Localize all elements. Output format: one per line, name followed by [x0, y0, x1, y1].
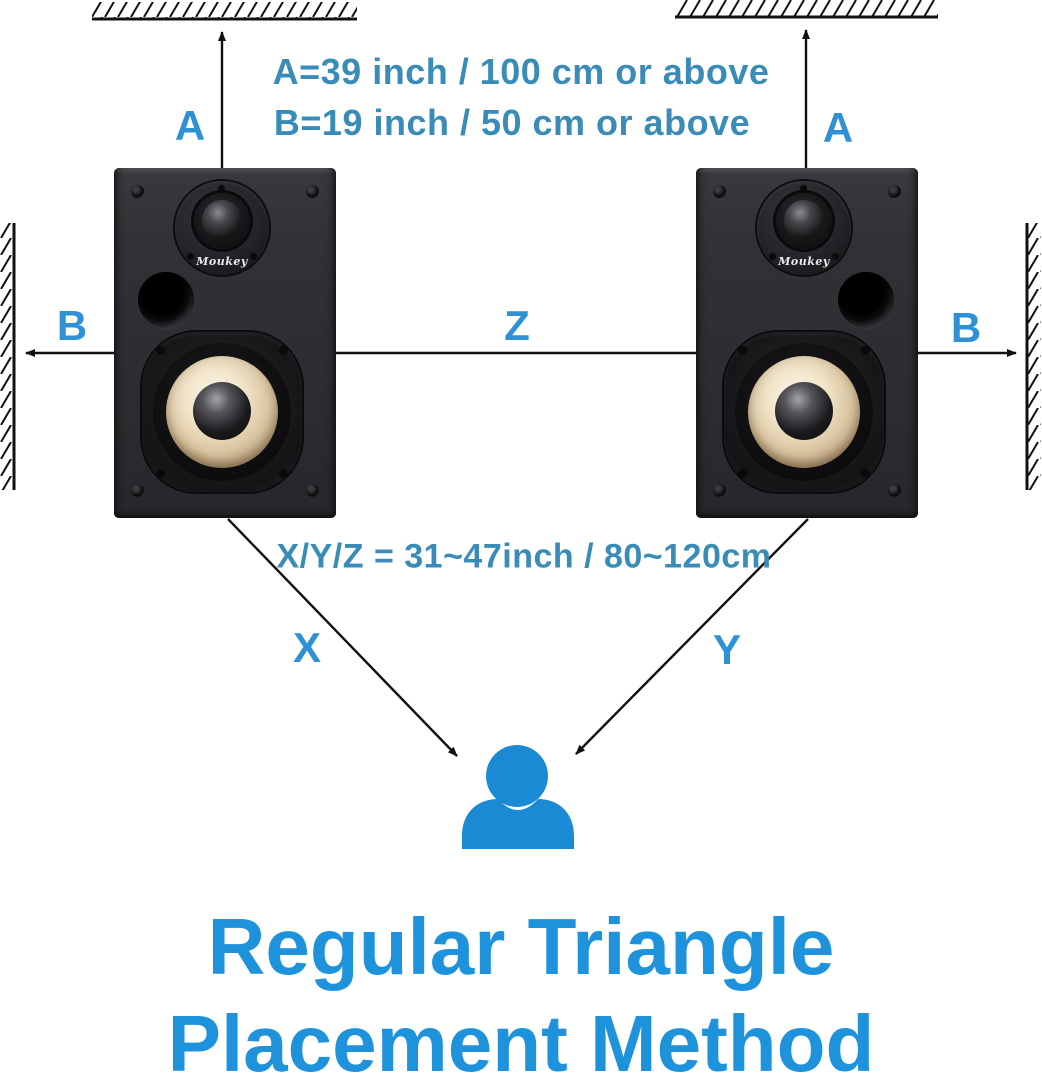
screw-icon — [888, 185, 901, 198]
screw-icon — [861, 469, 870, 478]
label-b-left: B — [56, 302, 88, 349]
info-line-b: B=19 inch / 50 cm or above — [273, 102, 751, 143]
left-speaker-cabinet: Moukey — [114, 168, 336, 518]
right-speaker: Moukey — [696, 168, 918, 518]
left-speaker: Moukey — [114, 168, 336, 518]
screw-icon — [279, 469, 288, 478]
screw-icon — [131, 484, 144, 497]
screw-icon — [156, 346, 165, 355]
wall-right — [1025, 223, 1041, 490]
screw-icon — [738, 469, 747, 478]
wall-top-left — [92, 2, 357, 21]
screw-icon — [306, 185, 319, 198]
label-z: Z — [504, 302, 530, 349]
screw-icon — [156, 469, 165, 478]
screw-icon — [218, 185, 225, 192]
woofer-surround — [735, 343, 873, 481]
title-line-2: Placement Method — [167, 999, 875, 1080]
tweeter-ring — [194, 193, 250, 249]
screw-icon — [131, 185, 144, 198]
tweeter-dome — [784, 200, 824, 240]
screw-icon — [306, 484, 319, 497]
label-a-left: A — [174, 102, 206, 149]
tweeter: Moukey — [175, 181, 269, 275]
woofer — [142, 332, 302, 492]
right-speaker-cabinet: Moukey — [696, 168, 918, 518]
arrow-x — [227, 518, 458, 757]
tweeter: Moukey — [757, 181, 851, 275]
screw-icon — [861, 346, 870, 355]
woofer-dustcap — [775, 382, 833, 440]
screw-icon — [832, 253, 839, 260]
brand-logo: Moukey — [196, 255, 248, 268]
woofer — [724, 332, 884, 492]
woofer-cone — [166, 356, 278, 468]
label-y: Y — [712, 626, 742, 673]
screw-icon — [713, 185, 726, 198]
bass-port — [138, 272, 194, 328]
brand-logo: Moukey — [778, 255, 830, 268]
woofer-dustcap — [193, 382, 251, 440]
page-title: Regular Triangle Placement Method — [0, 898, 1042, 1080]
info-line-a: A=39 inch / 100 cm or above — [272, 51, 770, 92]
wall-left — [0, 223, 16, 490]
woofer-cone — [748, 356, 860, 468]
screw-icon — [769, 253, 776, 260]
bass-port — [838, 272, 894, 328]
label-b-right: B — [950, 304, 982, 351]
screw-icon — [250, 253, 257, 260]
woofer-surround — [153, 343, 291, 481]
arrow-y — [575, 518, 809, 755]
label-x: X — [292, 624, 322, 671]
info-line-xyz: X/Y/Z = 31~47inch / 80~120cm — [276, 537, 772, 576]
label-a-right: A — [822, 104, 854, 151]
tweeter-dome — [202, 200, 242, 240]
screw-icon — [187, 253, 194, 260]
screw-icon — [279, 346, 288, 355]
title-line-1: Regular Triangle — [207, 902, 835, 991]
screw-icon — [738, 346, 747, 355]
screw-icon — [800, 185, 807, 192]
listener-person-icon — [462, 745, 574, 849]
screw-icon — [713, 484, 726, 497]
screw-icon — [888, 484, 901, 497]
wall-top-right — [675, 0, 938, 19]
tweeter-ring — [776, 193, 832, 249]
